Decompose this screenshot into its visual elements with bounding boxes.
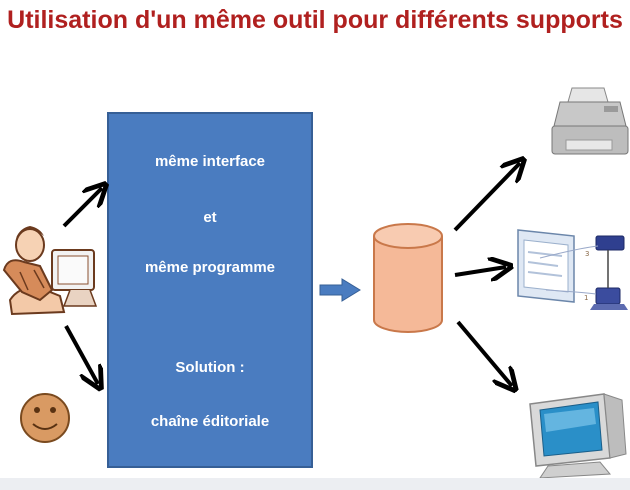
web-presentation-icon: 3 1 xyxy=(517,229,628,310)
panel-line-chaine: chaîne éditoriale xyxy=(150,413,270,430)
database-cylinder-icon xyxy=(373,223,443,333)
arrow-to-panel-top xyxy=(62,188,102,228)
content-panel xyxy=(107,112,313,468)
arrow-to-printer xyxy=(453,163,520,232)
user-at-computer-icon xyxy=(2,226,98,316)
svg-text:3: 3 xyxy=(585,250,589,258)
svg-text:1: 1 xyxy=(584,294,588,302)
bottom-bar xyxy=(0,478,630,490)
panel-line-solution: Solution : xyxy=(175,359,245,376)
slide-title: Utilisation d'un même outil pour différe… xyxy=(7,6,623,34)
printer-icon xyxy=(551,87,629,155)
panel-line-interface: même interface xyxy=(154,153,266,170)
arrow-to-web xyxy=(454,267,506,275)
flow-arrow-icon xyxy=(319,278,361,302)
monitor-icon xyxy=(529,393,627,479)
smiley-icon xyxy=(20,393,70,443)
arrow-to-monitor xyxy=(456,320,512,386)
arrow-to-panel-bottom xyxy=(64,325,98,384)
panel-line-et: et xyxy=(203,209,217,226)
panel-line-programme: même programme xyxy=(144,259,276,276)
